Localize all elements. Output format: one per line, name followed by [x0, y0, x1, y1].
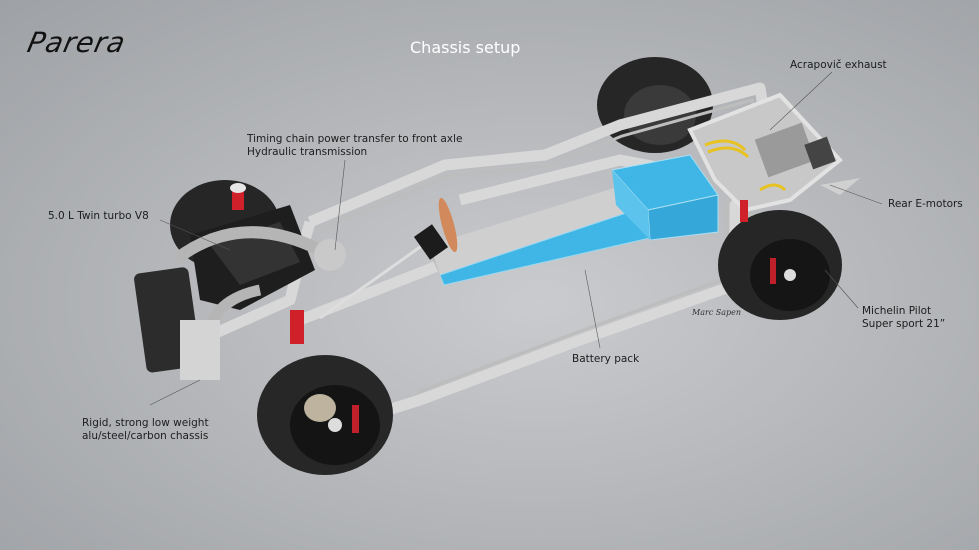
annotation-text: 5.0 L Twin turbo V8 [48, 210, 149, 222]
annotation-rear-motors: Rear E-motors [888, 198, 963, 211]
rear-subframe [687, 92, 860, 213]
annotation-text: Rigid, strong low weight [82, 417, 209, 429]
annotation-exhaust: Acrapovič exhaust [790, 59, 887, 72]
annotation-engine: 5.0 L Twin turbo V8 [48, 210, 149, 223]
annotation-text: Battery pack [572, 353, 640, 365]
annotation-text: Timing chain power transfer to front axl… [247, 133, 463, 145]
annotation-tyres: Michelin Pilot Super sport 21” [862, 305, 945, 331]
engine-model [134, 180, 346, 380]
battery-pack-model [430, 154, 719, 286]
annotation-text: Super sport 21” [862, 318, 946, 330]
page-title: Chassis setup [410, 38, 521, 57]
annotation-text: Hydraulic transmission [247, 146, 368, 158]
rear-right-wheel [718, 200, 842, 320]
annotation-chassis: Rigid, strong low weight alu/steel/carbo… [82, 417, 209, 443]
annotation-text: Rear E-motors [888, 198, 963, 210]
leader-lines [149, 71, 883, 406]
annotation-timing-chain: Timing chain power transfer to front axl… [247, 133, 462, 159]
front-right-wheel [257, 355, 393, 475]
annotation-battery: Battery pack [572, 353, 639, 366]
annotation-text: Michelin Pilot [862, 305, 932, 317]
annotation-text: alu/steel/carbon chassis [82, 430, 209, 442]
artist-signature: Marc Sapen [692, 308, 742, 317]
annotation-text: Acrapovič exhaust [790, 59, 887, 71]
parera-logo: Parera [24, 26, 129, 59]
steering-column [319, 197, 458, 320]
